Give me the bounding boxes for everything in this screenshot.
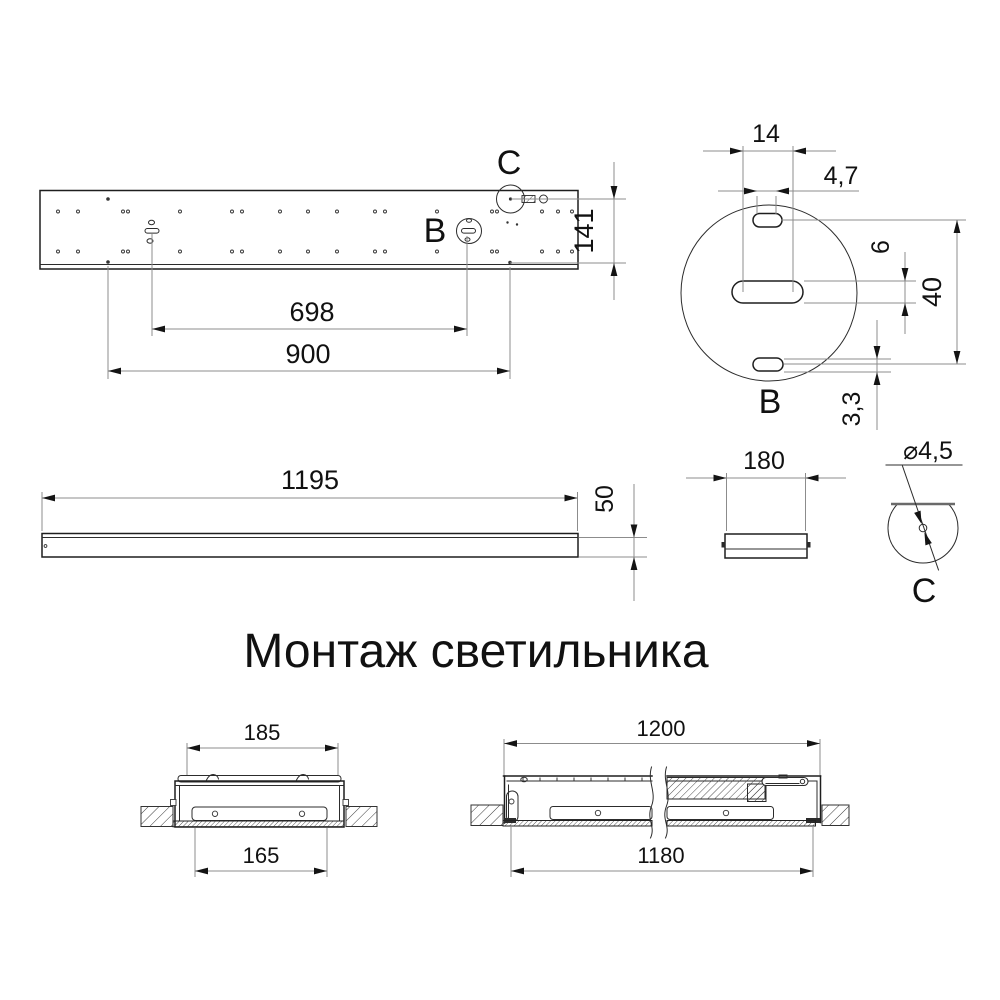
detail-b-view: 14 4,7 6 40 [680, 120, 966, 430]
break-line [664, 766, 669, 839]
dim-698-text: 698 [289, 297, 334, 327]
suspension-rod [761, 774, 809, 787]
dim-3-3-text: 3,3 [838, 392, 866, 427]
mounting-cross-section-view: 185 165 [140, 720, 378, 877]
dim-diameter-text: ⌀4,5 [903, 437, 953, 465]
driver-block-step [747, 783, 767, 802]
dim-1195: 1195 [41, 465, 578, 531]
ceiling-hatch-left [470, 804, 504, 826]
plan-holes-top-row [56, 209, 574, 214]
dim-14-text: 14 [752, 120, 780, 148]
diffuser-strip [502, 820, 653, 827]
dim-50: 50 [579, 484, 647, 601]
ceiling-hatch-right [821, 804, 850, 826]
mounting-longitudinal-view: 1200 1180 [470, 716, 850, 877]
dim-185-text: 185 [244, 720, 281, 745]
lid-ticks [522, 777, 643, 781]
detail-b-label: B [759, 383, 782, 421]
suspension-hole [106, 197, 110, 201]
dim-141: 141 [510, 162, 626, 300]
detail-c-label: C [912, 572, 937, 610]
dim-1180-text: 1180 [637, 843, 684, 868]
detail-c-view: ⌀4,5 C [885, 437, 963, 610]
dim-185: 185 [186, 720, 339, 775]
dim-180: 180 [686, 447, 846, 531]
dim-50-text: 50 [591, 485, 619, 513]
dim-1200: 1200 [503, 716, 821, 775]
dim-14: 14 [703, 120, 836, 292]
mounting-title: Монтаж светильника [243, 625, 709, 678]
detail-b-marker [456, 218, 482, 244]
break-line [649, 766, 654, 839]
dim-1195-text: 1195 [281, 465, 339, 495]
dim-40: 40 [781, 219, 966, 365]
plan-view: B C 141 698 [39, 144, 626, 379]
dim-1200-text: 1200 [637, 716, 686, 741]
dim-900: 900 [107, 266, 511, 379]
dim-180-text: 180 [743, 447, 785, 475]
dim-698: 698 [151, 234, 468, 336]
dim-3-3: 3,3 [784, 320, 891, 430]
plan-label-b: B [424, 212, 447, 250]
dim-6: 6 [804, 240, 916, 334]
dim-40-text: 40 [917, 277, 947, 307]
dim-165: 165 [194, 828, 328, 877]
dim-141-text: 141 [569, 208, 599, 253]
plan-label-c: C [497, 144, 522, 182]
ceiling-hatch-left [140, 806, 174, 827]
dim-900-text: 900 [285, 339, 330, 369]
side-view: 1195 50 [41, 465, 647, 601]
plan-holes-bottom-row [56, 249, 574, 254]
dim-4-7: 4,7 [718, 162, 859, 214]
dim-165-text: 165 [243, 843, 280, 868]
ceiling-hatch-right [345, 806, 378, 827]
dim-6-text: 6 [867, 240, 895, 254]
suspension-hole [106, 260, 110, 264]
diffuser-strip [666, 820, 816, 827]
dim-4-7-text: 4,7 [824, 162, 859, 190]
keyhole-slot-left [144, 219, 160, 244]
diffuser-strip [172, 820, 345, 828]
end-view: 180 [686, 447, 846, 559]
dim-1180: 1180 [510, 827, 814, 877]
